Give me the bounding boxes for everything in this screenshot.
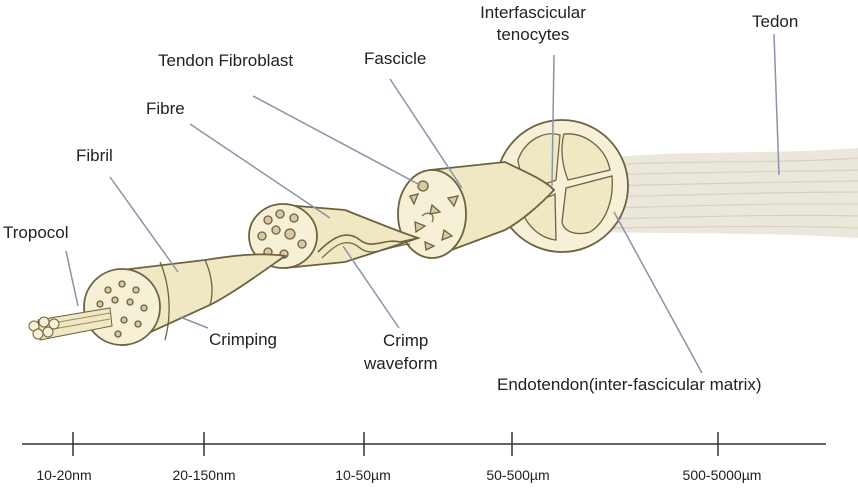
scale-label-2: 20-150nm: [172, 467, 235, 483]
labels: Tropocol Fibril Fibre Tendon Fibroblast …: [3, 3, 798, 394]
leader-lines: [65, 33, 780, 374]
label-fibril: Fibril: [76, 146, 113, 165]
leader-crimping: [179, 316, 209, 329]
leader-interfascicular: [551, 54, 555, 187]
leader-fibre: [189, 123, 331, 219]
label-crimping: Crimping: [209, 330, 277, 349]
scale-label-3: 10-50µm: [335, 467, 391, 483]
label-interfascicular-line1: Interfascicular: [480, 3, 586, 22]
leader-fibril: [109, 176, 179, 273]
leader-endotendon: [613, 211, 703, 374]
leader-fascicle: [389, 78, 463, 189]
leader-tendon-fibroblast: [252, 95, 421, 186]
label-tedon: Tedon: [752, 12, 798, 31]
label-crimp-waveform-line1: Crimp: [383, 331, 428, 350]
label-fascicle: Fascicle: [364, 49, 426, 68]
fibre: [248, 203, 421, 269]
label-crimp-waveform-line2: waveform: [363, 354, 438, 373]
label-tendon-fibroblast: Tendon Fibroblast: [158, 51, 293, 70]
scale-label-1: 10-20nm: [36, 467, 91, 483]
label-fibre: Fibre: [146, 99, 185, 118]
tendon-strands: [599, 148, 858, 238]
leader-crimp-waveform: [342, 245, 400, 329]
scale-label-4: 50-500µm: [486, 467, 549, 483]
leader-tropocol: [65, 250, 79, 307]
scale-axis: 10-20nm 20-150nm 10-50µm 50-500µm 500-50…: [22, 432, 826, 483]
scale-label-5: 500-5000µm: [683, 467, 762, 483]
leader-tedon: [773, 33, 780, 176]
label-interfascicular-line2: tenocytes: [497, 25, 570, 44]
label-endotendon: Endotendon(inter-fascicular matrix): [497, 375, 762, 394]
fibril: [83, 253, 288, 347]
label-tropocol: Tropocol: [3, 223, 69, 242]
tendon-cross-section: [495, 119, 629, 253]
tropocollagen: [28, 307, 113, 341]
